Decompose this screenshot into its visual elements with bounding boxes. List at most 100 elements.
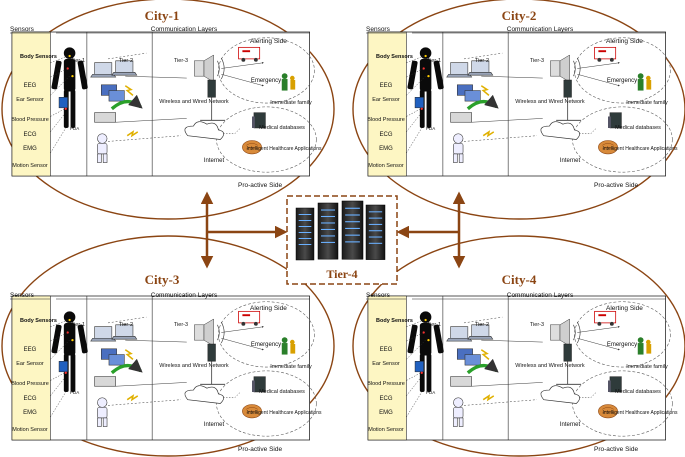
city-2-title: City-2 <box>502 8 537 23</box>
city-1-family: Immediate family <box>270 100 312 106</box>
city-1-boundary <box>1 0 335 220</box>
city-2-sensor-ear: Ear Sensor <box>372 97 400 103</box>
city-2-tier1: Tier-1 <box>427 58 441 64</box>
city-2-proactive-side: Pro-active Side <box>594 182 638 189</box>
tier-4-server: Tier-4 <box>286 195 398 285</box>
city-4-body-sensors: Body Sensors <box>376 318 413 324</box>
city-4-proactive-side: Pro-active Side <box>594 446 638 453</box>
city-4-sensor-bp: Blood Pressure <box>367 381 405 387</box>
city-3-comm-header: Communication Layers <box>151 292 218 299</box>
city-2-tier3: Tier-3 <box>530 58 544 64</box>
city-2-tier2: Tier-2 <box>475 58 489 64</box>
city-3-sensor-motion: Motion Sensor <box>12 427 48 433</box>
city-3-internet: Internet <box>204 422 225 428</box>
city-2-emergency: Emergency <box>607 78 637 84</box>
city-2-medical-db: Medical databases <box>615 125 661 131</box>
city-2-alerting-side: Alerting Side <box>606 38 643 45</box>
city-4-sensor-motion: Motion Sensor <box>368 427 404 433</box>
city-4-sensor-ear: Ear Sensor <box>372 361 400 367</box>
city-2-body-sensors: Body Sensors <box>376 54 413 60</box>
city-1-tier3: Tier-3 <box>174 58 188 64</box>
city-4: City-4 Sensors Communication Layers Aler… <box>352 235 685 457</box>
city-3-sensor-bp: Blood Pressure <box>11 381 49 387</box>
city-1-intelligent-apps: Intelligent Healthcare Applications <box>246 146 322 152</box>
city-4-medical-db: Medical databases <box>615 389 661 395</box>
city-2-pda: PDA <box>426 126 435 131</box>
city-1: City-1 Sensors Communication Layers Aler… <box>1 0 335 220</box>
city-1-internet: Internet <box>204 158 225 164</box>
city-3-body-sensors: Body Sensors <box>20 318 57 324</box>
city-3-tier3: Tier-3 <box>174 322 188 328</box>
city-1-pda: PDA <box>70 126 79 131</box>
city-2-comm-header: Communication Layers <box>507 26 574 33</box>
city-4-tier3: Tier-3 <box>530 322 544 328</box>
city-1-tier1: Tier-1 <box>71 58 85 64</box>
city-1-title: City-1 <box>145 8 180 23</box>
city-1-sensor-motion: Motion Sensor <box>12 163 48 169</box>
city-3-sensor-ecg: ECG <box>23 396 36 402</box>
city-1-emergency: Emergency <box>251 78 281 84</box>
city-1-alerting-side: Alerting Side <box>250 38 287 45</box>
city-2-sensor-eeg: EEG <box>380 83 393 89</box>
city-1-sensor-bp: Blood Pressure <box>11 117 49 123</box>
city-3-proactive-side: Pro-active Side <box>238 446 282 453</box>
city-1-sensor-ear: Ear Sensor <box>16 97 44 103</box>
city-4-sensor-emg: EMG <box>379 410 393 416</box>
city-4-tier1: Tier-1 <box>427 322 441 328</box>
city-3-medical-db: Medical databases <box>259 389 305 395</box>
city-4-boundary <box>352 235 685 457</box>
city-3-sensors-header: Sensors <box>10 292 35 299</box>
city-4-intelligent-apps: Intelligent Healthcare Applications <box>602 410 678 416</box>
city-4-tier2: Tier-2 <box>475 322 489 328</box>
city-3-sensor-emg: EMG <box>23 410 37 416</box>
city-3: City-3 Sensors Communication Layers Aler… <box>1 235 335 457</box>
city-4-sensors-header: Sensors <box>366 292 391 299</box>
city-2-sensor-motion: Motion Sensor <box>368 163 404 169</box>
city-3-sensor-eeg: EEG <box>24 347 37 353</box>
city-1-sensor-ecg: ECG <box>23 132 36 138</box>
city-3-alerting-side: Alerting Side <box>250 305 287 312</box>
city-1-sensor-emg: EMG <box>23 146 37 152</box>
city-1-network: Wireless and Wired Network <box>159 99 229 105</box>
city-2-sensor-bp: Blood Pressure <box>367 117 405 123</box>
city-1-comm-header: Communication Layers <box>151 26 218 33</box>
city-3-network: Wireless and Wired Network <box>159 363 229 369</box>
city-3-intelligent-apps: Intelligent Healthcare Applications <box>246 410 322 416</box>
city-1-tier2: Tier-2 <box>119 58 133 64</box>
city-3-family: Immediate family <box>270 364 312 370</box>
connection-arrows <box>200 191 466 269</box>
city-4-network: Wireless and Wired Network <box>515 363 585 369</box>
city-4-internet: Internet <box>560 422 581 428</box>
city-2: City-2 Sensors Communication Layers Aler… <box>352 0 685 220</box>
city-1-medical-db: Medical databases <box>259 125 305 131</box>
city-4-comm-header: Communication Layers <box>507 292 574 299</box>
city-3-tier2: Tier-2 <box>119 322 133 328</box>
tier-4-label: Tier-4 <box>326 267 357 281</box>
city-3-pda: PDA <box>70 390 79 395</box>
city-1-body-sensors: Body Sensors <box>20 54 57 60</box>
city-3-tier1: Tier-1 <box>71 322 85 328</box>
city-4-pda: PDA <box>426 390 435 395</box>
city-4-family: Immediate family <box>626 364 668 370</box>
city-4-sensor-ecg: ECG <box>379 396 392 402</box>
city-1-sensors-header: Sensors <box>10 26 35 33</box>
city-1-sensor-eeg: EEG <box>24 83 37 89</box>
city-1-proactive-side: Pro-active Side <box>238 182 282 189</box>
city-2-sensors-header: Sensors <box>366 26 391 33</box>
city-2-intelligent-apps: Intelligent Healthcare Applications <box>602 146 678 152</box>
city-2-network: Wireless and Wired Network <box>515 99 585 105</box>
city-2-family: Immediate family <box>626 100 668 106</box>
city-4-sensor-eeg: EEG <box>380 347 393 353</box>
city-4-alerting-side: Alerting Side <box>606 305 643 312</box>
city-3-sensor-ear: Ear Sensor <box>16 361 44 367</box>
city-2-sensor-emg: EMG <box>379 146 393 152</box>
city-2-internet: Internet <box>560 158 581 164</box>
city-3-boundary <box>1 235 335 457</box>
city-2-boundary <box>352 0 685 220</box>
city-3-title: City-3 <box>145 272 180 287</box>
city-4-title: City-4 <box>502 272 537 287</box>
city-4-emergency: Emergency <box>607 342 637 348</box>
city-2-sensor-ecg: ECG <box>379 132 392 138</box>
city-3-emergency: Emergency <box>251 342 281 348</box>
